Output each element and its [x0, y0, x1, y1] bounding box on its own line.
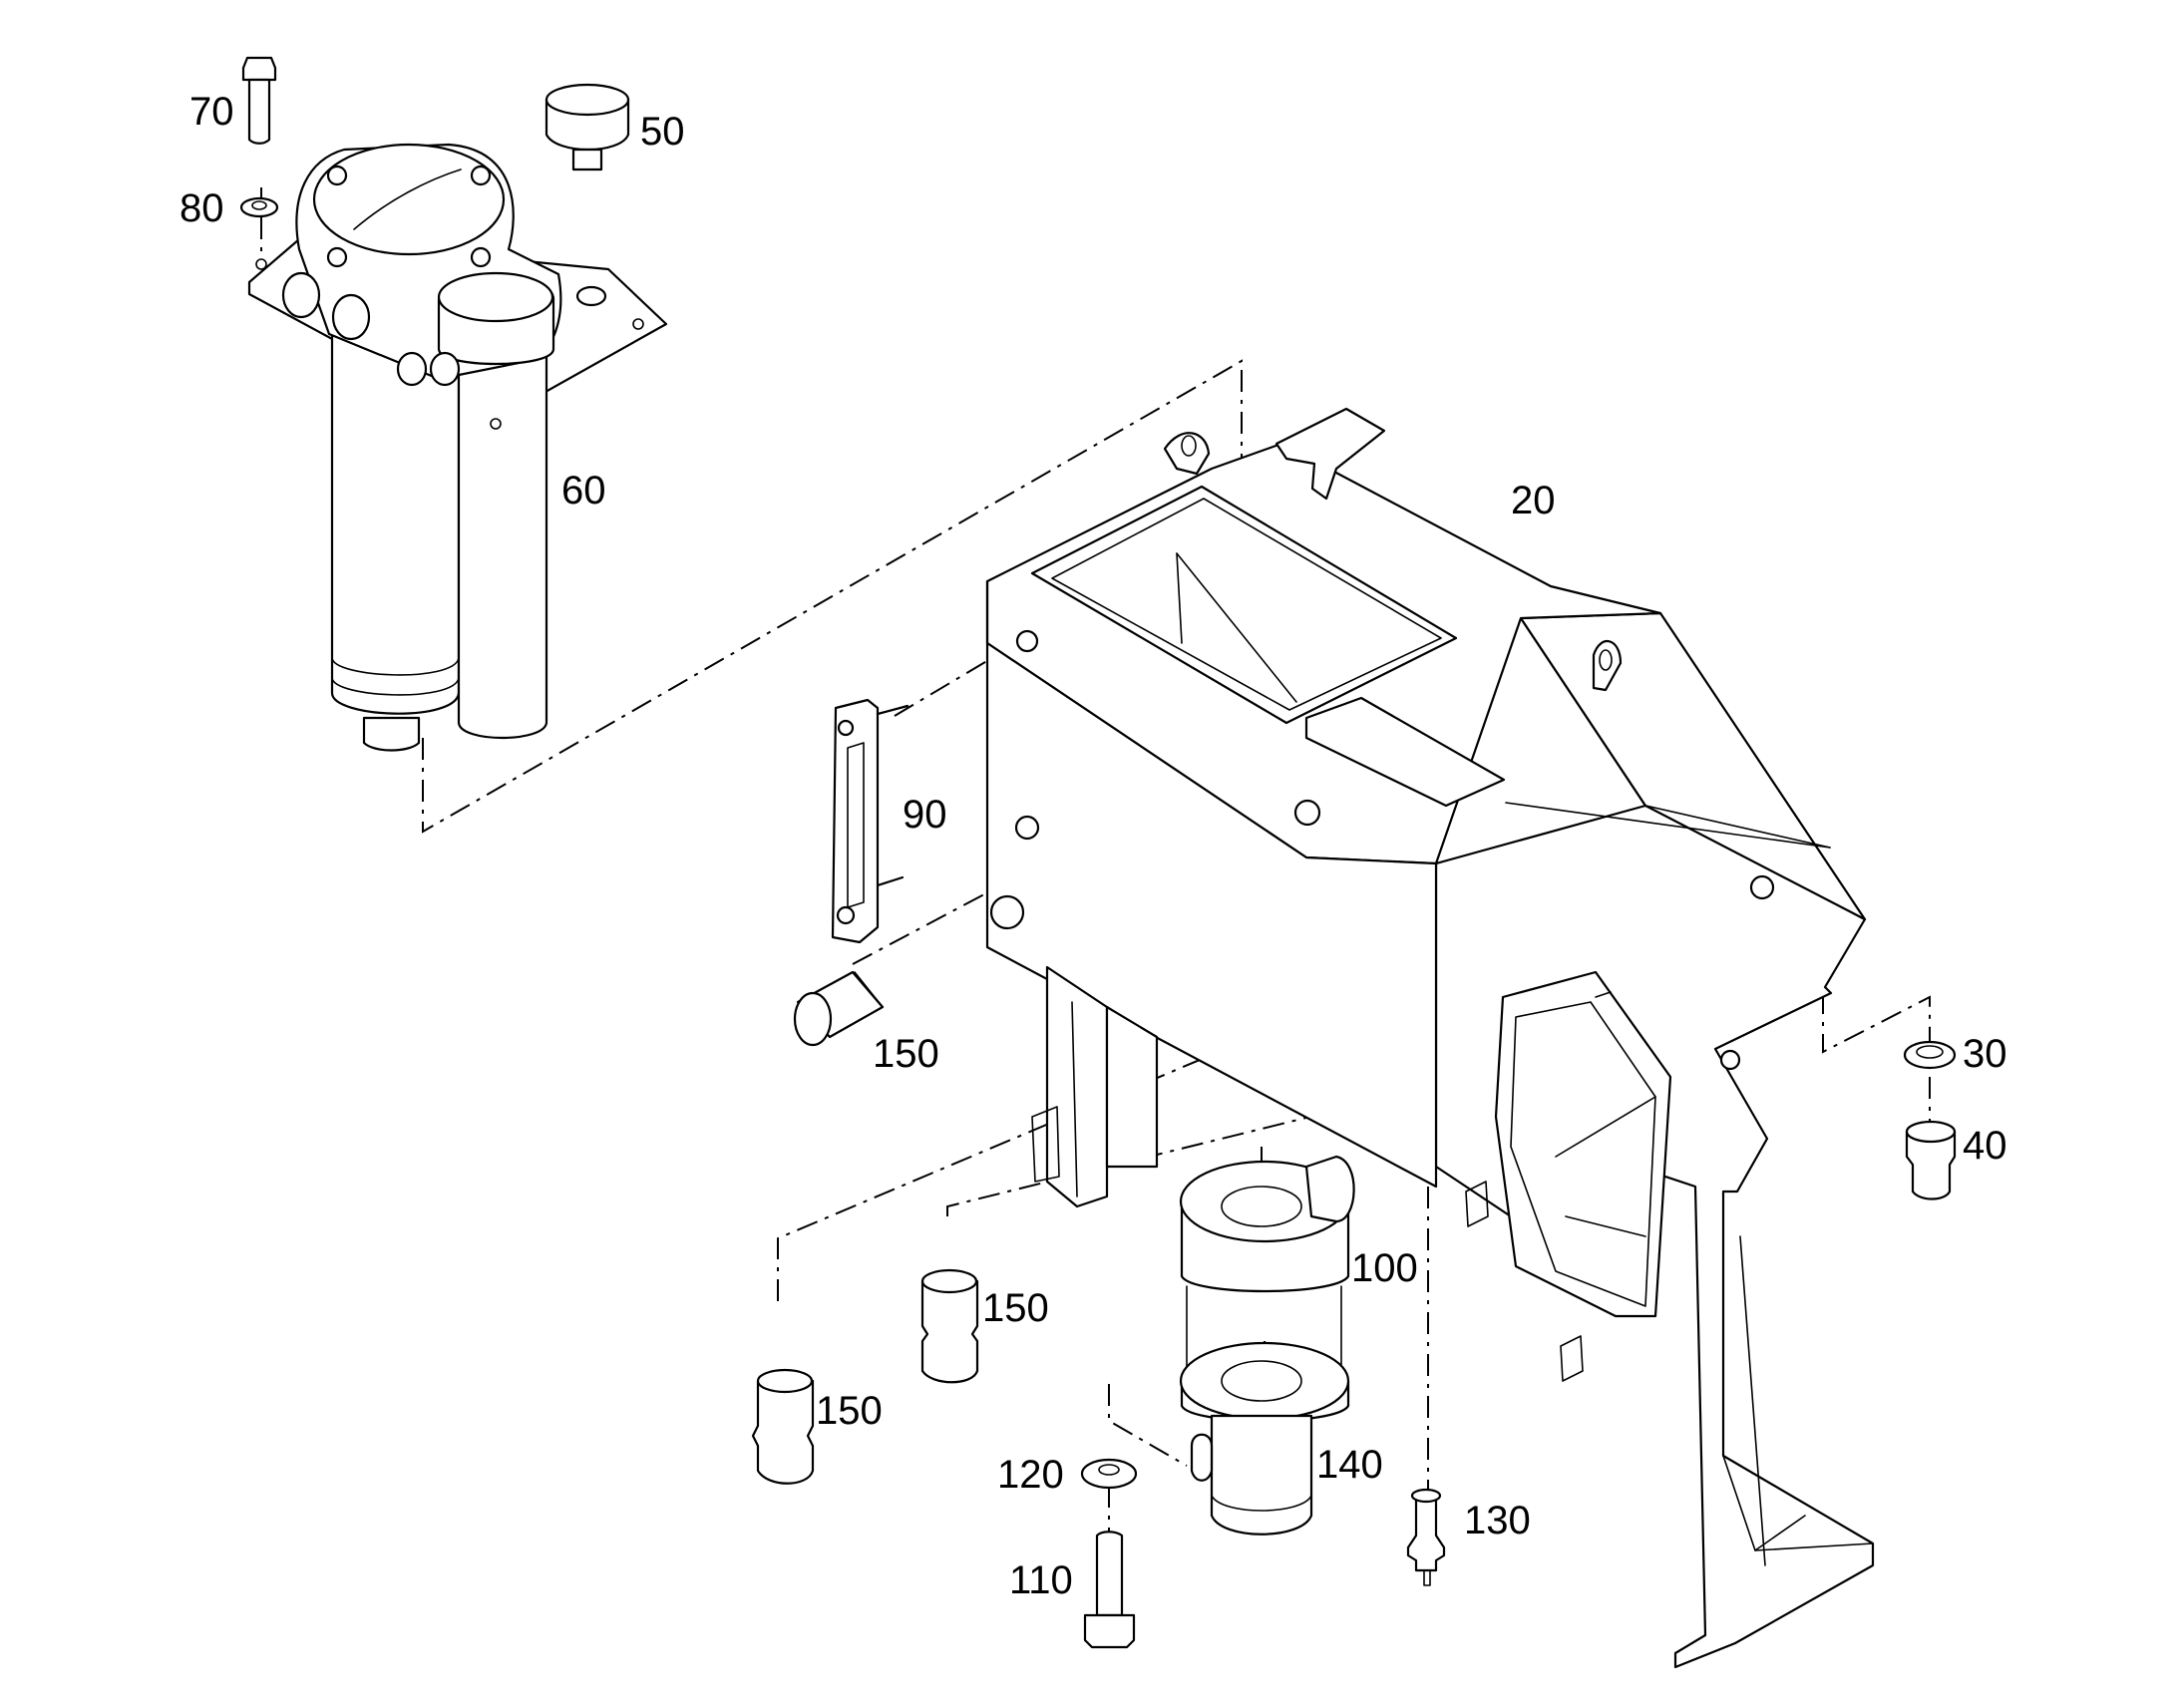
tank-housing	[985, 407, 1875, 1669]
callout-60: 60	[561, 469, 606, 512]
sight-glass-100	[1179, 1155, 1355, 1423]
callout-labels: 20 30 40 50 60 70 80 90 100 110 120 130 …	[180, 90, 2007, 1602]
bolt-70	[241, 56, 277, 145]
callout-150-tank: 150	[873, 1032, 939, 1076]
callout-40: 40	[1963, 1124, 2007, 1168]
return-filter-assembly	[247, 143, 668, 752]
callout-50: 50	[640, 110, 685, 154]
fitting-150-lower	[751, 1368, 815, 1485]
callout-90: 90	[903, 793, 947, 837]
callout-140: 140	[1316, 1443, 1383, 1487]
washer-120	[1080, 1458, 1138, 1490]
callout-80: 80	[180, 186, 224, 230]
washer-80	[239, 196, 279, 218]
bolt-110	[1083, 1531, 1136, 1649]
callout-70: 70	[189, 90, 234, 134]
callout-150-middle: 150	[982, 1286, 1049, 1330]
callout-150-lower: 150	[816, 1389, 883, 1433]
callout-100: 100	[1351, 1246, 1418, 1290]
sensor-130	[1406, 1488, 1446, 1586]
plug-40	[1905, 1120, 1957, 1200]
fitting-150-middle	[920, 1268, 979, 1384]
callout-130: 130	[1464, 1499, 1531, 1542]
callout-20: 20	[1511, 479, 1556, 522]
seal-ring-30	[1903, 1040, 1957, 1070]
callout-30: 30	[1963, 1032, 2007, 1076]
adapter-140	[1190, 1414, 1313, 1536]
filler-cap	[545, 83, 630, 171]
callout-120: 120	[997, 1453, 1064, 1497]
fitting-150-tank	[793, 970, 885, 1047]
callout-110: 110	[1009, 1558, 1073, 1602]
sight-gauge	[831, 698, 909, 944]
